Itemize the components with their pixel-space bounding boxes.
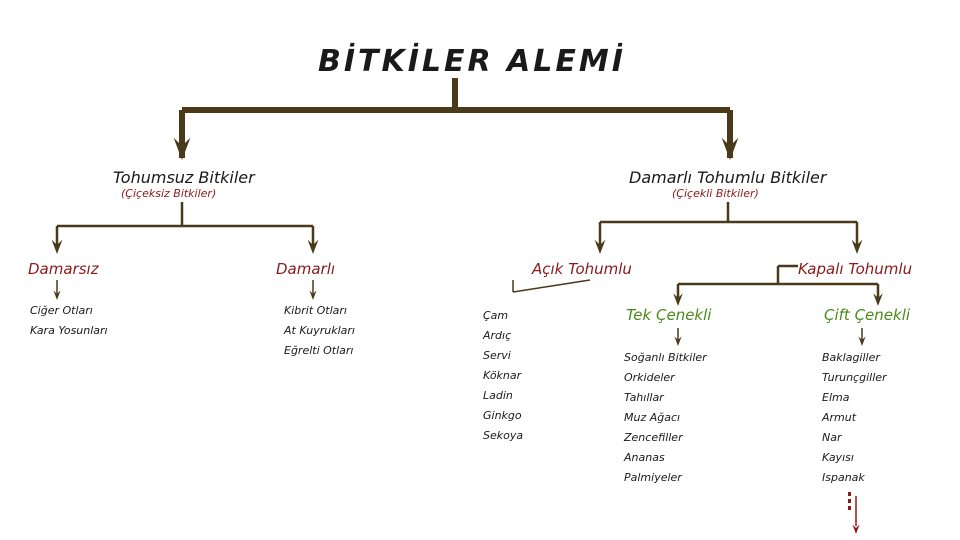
list-item: Kayısı	[822, 451, 854, 464]
list-item: Ciğer Otları	[30, 304, 93, 317]
list-item: Orkideler	[624, 371, 675, 384]
list-item: Servi	[483, 349, 511, 362]
list-item: Tahıllar	[624, 391, 664, 404]
dicot-list: Baklagiller Turunçgiller Elma Armut Nar …	[822, 348, 887, 488]
vascular-list: Kibrit Otları At Kuyrukları Eğrelti Otla…	[284, 301, 355, 361]
list-item: Ladin	[483, 389, 513, 402]
list-item: Eğrelti Otları	[284, 344, 354, 357]
list-item: Kibrit Otları	[284, 304, 347, 317]
list-item: Zencefiller	[624, 431, 683, 444]
monocot-list: Soğanlı Bitkiler Orkideler Tahıllar Muz …	[624, 348, 707, 488]
continuation-dot	[848, 492, 851, 496]
vascular-leaf-arrow	[309, 290, 317, 300]
list-item: Turunçgiller	[822, 371, 887, 384]
seeded-heading: Damarlı Tohumlu Bitkiler	[629, 168, 827, 187]
list-item: Nar	[822, 431, 842, 444]
seeded-subheading: (Çiçekli Bitkiler)	[672, 187, 759, 200]
continuation-arrow	[852, 524, 860, 534]
vascular-arrow	[307, 239, 319, 254]
continuation-dot	[848, 499, 851, 503]
angiosperm-label: Kapalı Tohumlu	[798, 260, 913, 278]
nonvascular-list: Ciğer Otları Kara Yosunları	[30, 301, 108, 341]
nonvascular-arrow	[51, 239, 63, 254]
seedless-heading: Tohumsuz Bitkiler	[113, 168, 255, 187]
dicot-label: Çift Çenekli	[824, 306, 911, 324]
list-item: Ispanak	[822, 471, 865, 484]
list-item: Muz Ağacı	[624, 411, 681, 424]
gymnosperm-leaf-diag	[512, 279, 591, 293]
dicot-leaf-arrow	[858, 336, 866, 346]
list-item: Soğanlı Bitkiler	[624, 351, 707, 364]
dicot-arrow	[873, 293, 883, 306]
gymnosperm-arrow	[594, 239, 606, 254]
monocot-label: Tek Çenekli	[626, 306, 712, 324]
list-item: Elma	[822, 391, 850, 404]
gymnosperm-list: Çam Ardıç Servi Köknar Ladin Ginkgo Seko…	[483, 306, 523, 446]
nonvascular-label: Damarsız	[28, 260, 99, 278]
list-item: Çam	[483, 309, 509, 322]
vascular-label: Damarlı	[276, 260, 336, 278]
list-item: Köknar	[483, 369, 522, 382]
list-item: Sekoya	[483, 429, 524, 442]
seedless-arrow	[173, 137, 191, 160]
seeded-arrow	[721, 137, 739, 160]
seedless-subheading: (Çiçeksiz Bitkiler)	[121, 187, 217, 200]
angiosperm-arrow	[851, 239, 863, 254]
nonvascular-leaf-arrow	[53, 290, 61, 300]
list-item: Armut	[822, 411, 857, 424]
list-item: Kara Yosunları	[30, 324, 108, 337]
list-item: Ginkgo	[483, 409, 522, 422]
list-item: Palmiyeler	[624, 471, 682, 484]
continuation-dot	[848, 506, 851, 510]
page-title: BİTKİLER ALEMİ	[318, 44, 626, 79]
list-item: At Kuyrukları	[284, 324, 355, 337]
monocot-leaf-arrow	[674, 336, 682, 346]
gymnosperm-label: Açık Tohumlu	[532, 260, 632, 278]
monocot-arrow	[673, 293, 683, 306]
list-item: Ananas	[624, 451, 665, 464]
list-item: Ardıç	[483, 329, 512, 342]
list-item: Baklagiller	[822, 351, 880, 364]
